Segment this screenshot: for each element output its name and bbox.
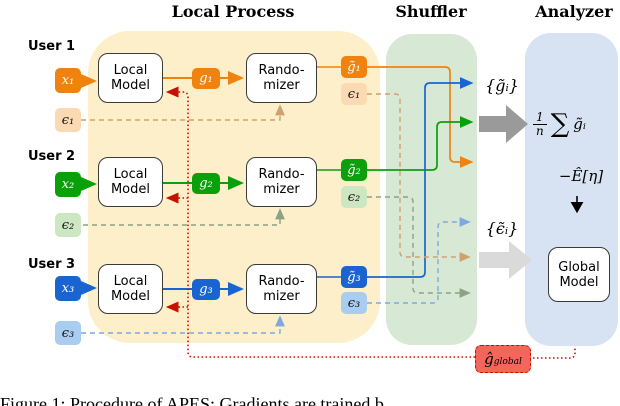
sum-symbol: ∑: [550, 109, 570, 139]
gradient-flow-user3: [81, 77, 474, 296]
analyzer-average-formula: 1 n ∑ g̃ᵢ: [533, 102, 586, 146]
epsilon-output-arrow: [479, 241, 532, 279]
user2-randomized-gradient: g̃₂: [341, 159, 367, 181]
user1-gradient-g: g₁: [192, 68, 220, 89]
global-gradient-feedback-lines: [165, 86, 576, 359]
user1-randomizer-box: Rando-mizer: [246, 53, 317, 103]
user1-epsilon-in: ϵ₁: [55, 108, 81, 132]
user3-randomized-gradient: g̃₃: [341, 266, 367, 288]
sum-term: g̃ᵢ: [573, 115, 586, 133]
user2-gradient-g: g₂: [192, 173, 220, 194]
epsilon-input-lines: [81, 104, 285, 334]
noise-expectation-term: −Ê[η]: [558, 167, 604, 185]
user2-epsilon-in: ϵ₂: [55, 213, 81, 237]
user1-input-x: x₁: [55, 68, 81, 93]
user3-label: User 3: [28, 257, 76, 272]
user3-gradient-g: g₃: [192, 279, 220, 300]
header-shuffler: Shuffler: [395, 2, 467, 21]
shuffled-gradients-set-label: {g̃ᵢ}: [485, 76, 519, 95]
shuffle-output-arrow: [479, 105, 528, 143]
gradient-flow-user2: [81, 116, 474, 191]
user1-label: User 1: [28, 39, 76, 54]
user3-input-x: x₃: [55, 276, 81, 301]
user2-input-x: x₂: [55, 172, 81, 197]
shuffled-epsilons-set-label: {ϵ̃ᵢ}: [485, 219, 519, 238]
fraction-one-over-n: 1 n: [533, 110, 547, 138]
header-analyzer: Analyzer: [535, 2, 613, 21]
user2-epsilon-out: ϵ₂: [341, 186, 367, 208]
gradient-flow-user1: [81, 66, 474, 168]
user1-epsilon-out: ϵ₁: [341, 83, 367, 105]
user3-epsilon-out: ϵ₃: [341, 292, 367, 314]
user2-label: User 2: [28, 149, 76, 164]
user2-randomizer-box: Rando-mizer: [246, 157, 317, 207]
epsilon-shuffle-lines: [367, 93, 471, 304]
user1-randomized-gradient: g̃₁: [341, 56, 367, 78]
user3-randomizer-box: Rando-mizer: [246, 264, 317, 314]
user3-epsilon-in: ϵ₃: [55, 321, 81, 345]
figure-caption: Figure 1: Procedure of APES: Gradients a…: [0, 394, 384, 406]
header-local-process: Local Process: [171, 2, 295, 21]
